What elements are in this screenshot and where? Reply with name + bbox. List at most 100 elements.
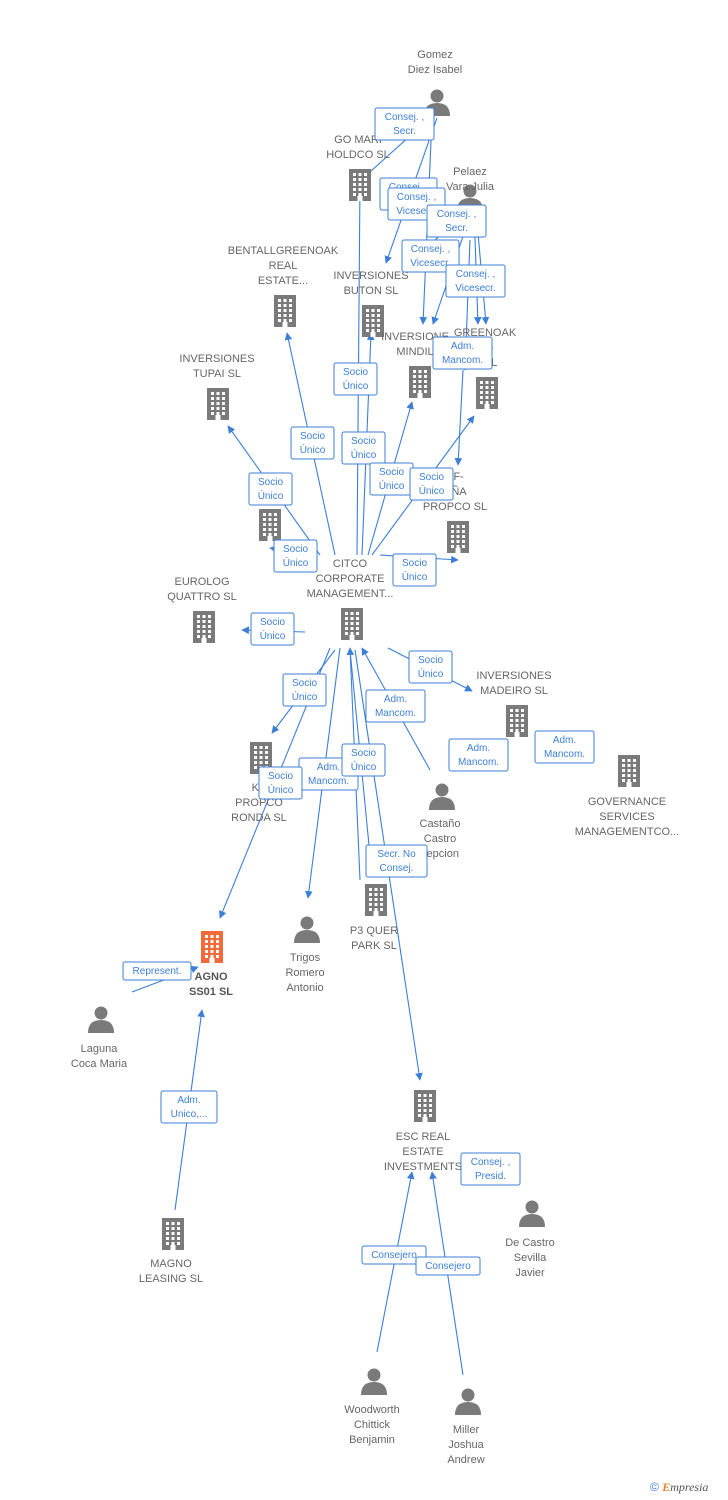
node-mindil[interactable]: INVERSIONE MINDIL [381, 331, 449, 398]
relation-badge[interactable]: Adm.Mancom. [432, 336, 493, 370]
building-icon [341, 608, 363, 640]
node-label: Antonio [286, 982, 323, 994]
badge-label: Consej. , [385, 112, 424, 123]
node-label: Castro [424, 833, 456, 845]
badges-layer: Consej. ,Secr.Consej. ,Vicesecr.Consej. … [122, 107, 595, 1276]
badge-label: Consejero [371, 1250, 417, 1261]
badge-label: Unico,... [171, 1109, 208, 1120]
node-label: Javier [515, 1267, 545, 1279]
node-label: MINDIL [396, 346, 433, 358]
node-bentall[interactable]: BENTALLGREENOAKREALESTATE... [228, 245, 339, 327]
building-icon [365, 884, 387, 916]
node-kv[interactable]: KVPROPCORONDA SL [231, 742, 287, 824]
badge-label: Socio [402, 558, 427, 569]
node-label: Gomez [417, 49, 452, 61]
node-label: INVERSIONE [381, 331, 449, 343]
badge-label: Socio [258, 477, 283, 488]
relation-badge[interactable]: Represent. [122, 961, 192, 981]
node-label: EUROLOG [174, 576, 229, 588]
relation-badge[interactable]: Consejero [415, 1256, 481, 1276]
building-icon [362, 305, 384, 337]
badge-label: Secr. No [377, 849, 416, 860]
building-icon [618, 755, 640, 787]
node-label: INVERSIONES [333, 270, 408, 282]
relation-badge[interactable]: Consej. ,Secr. [374, 107, 435, 141]
node-label: Woodworth [344, 1404, 399, 1416]
badge-label: Único [379, 479, 405, 492]
badge-label: Socio [418, 655, 443, 666]
relation-badge[interactable]: Adm.Unico,... [160, 1090, 218, 1124]
person-icon [361, 1368, 387, 1395]
badge-label: Único [258, 489, 284, 502]
relation-badge[interactable]: Consej. ,Secr. [426, 204, 487, 238]
node-label: ESTATE [402, 1146, 443, 1158]
brand-logo: Empresia [662, 1480, 709, 1494]
relation-badge[interactable]: Consejero [361, 1245, 427, 1265]
node-label: ESC REAL [396, 1131, 450, 1143]
badge-label: Mancom. [544, 749, 585, 760]
node-label: PROPCO [235, 797, 283, 809]
building-icon [506, 705, 528, 737]
relation-badge[interactable]: Secr. No Consej. [365, 844, 428, 878]
badge-label: Único [292, 690, 318, 703]
person-icon [88, 1006, 114, 1033]
badge-label: Único [351, 448, 377, 461]
copyright-symbol: © [650, 1480, 659, 1494]
node-label: Romero [285, 967, 324, 979]
node-label: REAL [269, 260, 298, 272]
relation-badge[interactable]: Consej. ,Vicesecr. [401, 239, 460, 273]
node-citco[interactable]: CITCOCORPORATEMANAGEMENT... [307, 558, 394, 640]
badge-label: Mancom. [442, 355, 483, 366]
relation-badge[interactable]: Adm.Mancom. [534, 730, 595, 764]
badge-label: Único [419, 484, 445, 497]
badge-label: Único [343, 379, 369, 392]
footer-brand[interactable]: © Empresia [650, 1480, 708, 1495]
node-label: PROPCO SL [423, 501, 487, 513]
node-label: RONDA SL [231, 812, 287, 824]
badge-label: Consej. [380, 863, 414, 874]
node-label: HOLDCO SL [326, 149, 390, 161]
relation-badge[interactable]: Adm.Mancom. [448, 738, 509, 772]
node-label: INVERSIONES [476, 670, 551, 682]
relation-badge[interactable]: Consej. ,Presid. [460, 1152, 521, 1186]
relation-badge[interactable]: Adm.Mancom. [365, 689, 426, 723]
node-governance[interactable]: GOVERNANCESERVICESMANAGEMENTCO... [575, 755, 680, 838]
building-icon [250, 742, 272, 774]
building-icon [476, 377, 498, 409]
relation-badge[interactable]: Consej. ,Vicesecr. [445, 264, 506, 298]
node-label: Chittick [354, 1419, 391, 1431]
building-icon [274, 295, 296, 327]
badge-label: Socio [283, 544, 308, 555]
